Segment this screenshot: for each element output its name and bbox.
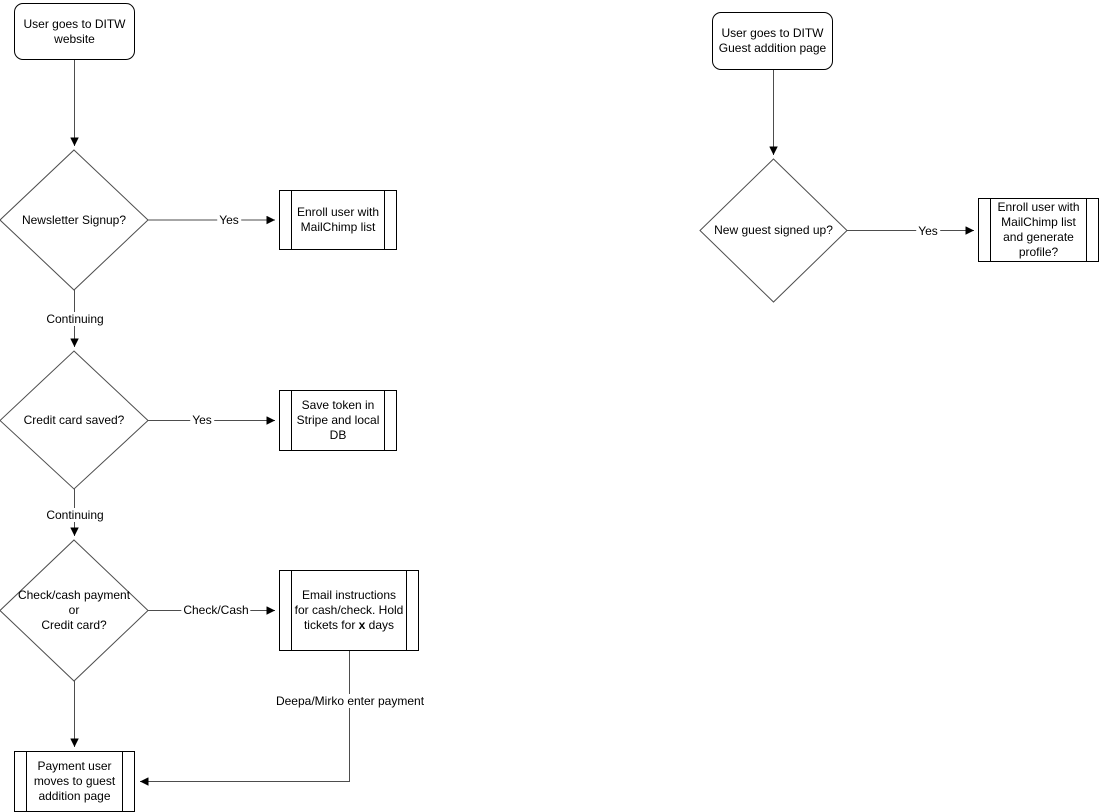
email-text-post: days bbox=[365, 618, 395, 632]
process-save-token: Save token in Stripe and local DB bbox=[279, 390, 397, 451]
start-node-ditw-website: User goes to DITW website bbox=[14, 3, 135, 60]
process-enroll-mailchimp: Enroll user with MailChimp list bbox=[279, 190, 397, 250]
process-payment-user-moves: Payment user moves to guest addition pag… bbox=[14, 751, 135, 812]
process-email-instructions: Email instructions for cash/check. Hold … bbox=[279, 570, 419, 651]
process-enroll-generate-profile: Enroll user with MailChimp list and gene… bbox=[978, 198, 1099, 262]
edge-label-yes-new-guest: Yes bbox=[916, 224, 940, 238]
email-text-pre: Email instructions for cash/check. Hold … bbox=[294, 588, 404, 632]
decision-new-guest-label: New guest signed up? bbox=[714, 223, 833, 237]
decision-newsletter-label: Newsletter Signup? bbox=[21, 213, 127, 227]
process-email-instructions-text: Email instructions for cash/check. Hold … bbox=[294, 588, 404, 633]
edge-label-check-cash: Check/Cash bbox=[181, 603, 251, 617]
email-text-bold-x: x bbox=[358, 618, 366, 632]
decision-credit-card-label: Credit card saved? bbox=[23, 413, 125, 427]
edge-label-deepa-mirko: Deepa/Mirko enter payment bbox=[273, 694, 427, 708]
edge-label-continuing-2: Continuing bbox=[44, 508, 106, 522]
start-node-guest-addition: User goes to DITW Guest addition page bbox=[712, 12, 833, 70]
edge-label-continuing-1: Continuing bbox=[44, 312, 106, 326]
edge-label-yes-credit: Yes bbox=[190, 413, 214, 427]
decision-new-guest-shape bbox=[699, 158, 848, 303]
decision-payment-label: Check/cash payment or Credit card? bbox=[17, 588, 131, 632]
edge-label-yes-newsletter: Yes bbox=[217, 213, 241, 227]
edge-email-to-payment-user bbox=[140, 651, 350, 786]
